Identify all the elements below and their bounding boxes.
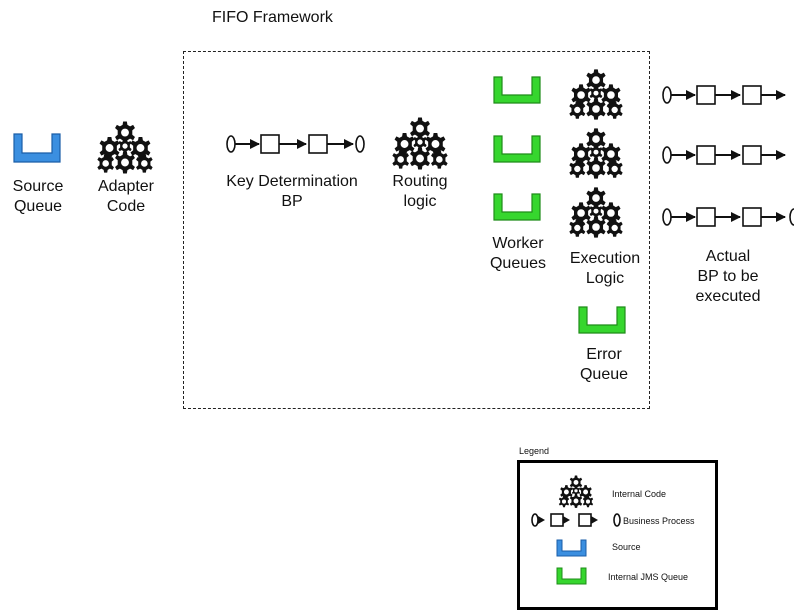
legend-title: Legend [519, 446, 550, 456]
legend-label-business-process: Business Process [623, 516, 695, 526]
legend-label-source: Source [612, 542, 641, 552]
fifo-framework-boundary [183, 51, 650, 409]
legend-source-queue-icon [556, 539, 587, 557]
execution-logic-gear-icon [566, 126, 626, 182]
worker-queue-icon [493, 193, 541, 221]
key-determination-bp-icon [226, 134, 365, 154]
legend-jms-queue-icon [556, 567, 587, 585]
error-queue-icon [578, 306, 626, 334]
actual-bp-flow-icon [662, 85, 786, 105]
legend-gear-icon [556, 474, 596, 510]
legend-box [517, 460, 718, 610]
worker-queue-icon [493, 76, 541, 104]
legend-label-internal-code: Internal Code [612, 489, 667, 499]
actual-bp-flow-icon [662, 207, 794, 227]
execution-logic-gear-icon [566, 67, 626, 123]
execution-logic-gear-icon [566, 185, 626, 241]
routing-logic-gear-icon [389, 115, 451, 173]
diagram-title: FIFO Framework [212, 9, 333, 26]
adapter-code-gear-icon [94, 119, 156, 177]
worker-queue-icon [493, 135, 541, 163]
legend-business-process-icon [531, 513, 621, 527]
legend-label-internal-jms-queue: Internal JMS Queue [608, 572, 689, 582]
source-queue-icon [13, 133, 61, 163]
actual-bp-flow-icon [662, 145, 786, 165]
